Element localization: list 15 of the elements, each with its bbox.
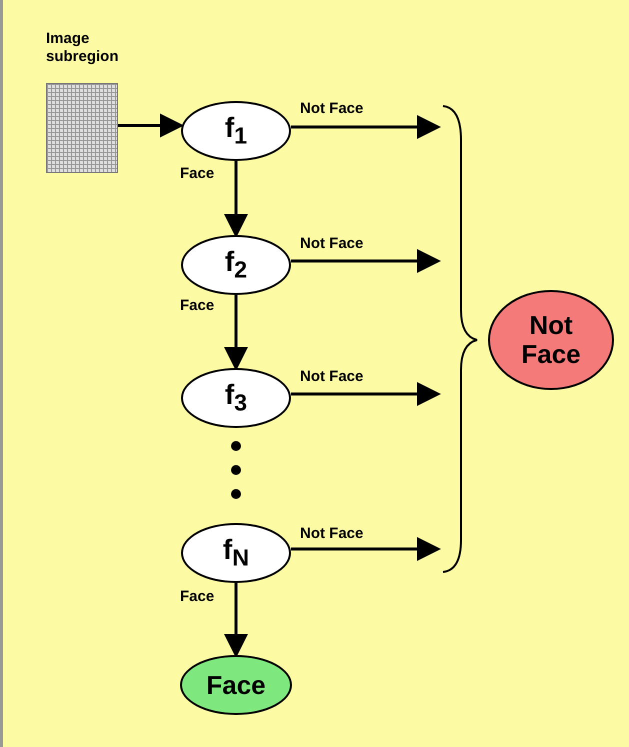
- arrow: [291, 537, 441, 561]
- ellipse-node: f$_{3}$: [181, 368, 291, 428]
- arrow: [118, 114, 184, 138]
- arrow: [224, 161, 248, 238]
- ellipse-node: f$_{1}$: [181, 101, 291, 161]
- ellipse-node: Not Face: [488, 290, 614, 390]
- ellipse-node: f$_{2}$: [181, 235, 291, 295]
- arrow: [224, 583, 248, 658]
- arrow: [224, 295, 248, 371]
- ellipse-node: f$_{N}$: [181, 523, 291, 583]
- ellipse-node: Face: [180, 655, 292, 715]
- arrow: [291, 382, 441, 406]
- arrow: [291, 115, 441, 139]
- node-heading: Image subregion: [46, 30, 120, 66]
- arrow: [291, 249, 441, 273]
